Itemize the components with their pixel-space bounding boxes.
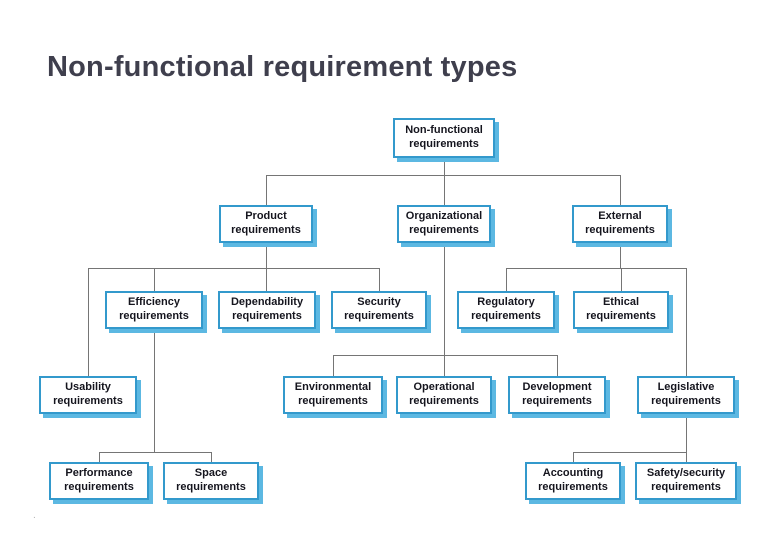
connector-line: [686, 268, 687, 376]
connector-line: [266, 175, 620, 176]
node-usability-requirements: Usability requirements: [39, 376, 137, 414]
connector-line: [99, 452, 100, 462]
footer-mark: .: [33, 510, 36, 521]
connector-line: [266, 175, 267, 205]
connector-line: [444, 355, 445, 376]
connector-line: [444, 158, 445, 205]
connector-line: [557, 355, 558, 376]
connector-line: [211, 452, 212, 462]
connector-line: [88, 268, 380, 269]
connector-line: [506, 268, 507, 291]
connector-line: [88, 268, 89, 376]
connector-line: [573, 452, 574, 462]
connector-line: [99, 452, 211, 453]
node-legislative-requirements: Legislative requirements: [637, 376, 735, 414]
slide-title: Non-functional requirement types: [47, 51, 518, 83]
node-efficiency-requirements: Efficiency requirements: [105, 291, 203, 329]
connector-line: [573, 452, 686, 453]
node-accounting-requirements: Accounting requirements: [525, 462, 621, 500]
connector-line: [620, 175, 621, 205]
node-operational-requirements: Operational requirements: [396, 376, 492, 414]
node-performance-requirements: Performance requirements: [49, 462, 149, 500]
node-dependability-requirements: Dependability requirements: [218, 291, 316, 329]
node-security-requirements: Security requirements: [331, 291, 427, 329]
connector-line: [266, 243, 267, 291]
node-non-functional-requirements: Non-functional requirements: [393, 118, 495, 158]
connector-line: [506, 268, 686, 269]
connector-line: [154, 329, 155, 452]
connector-line: [686, 452, 687, 462]
connector-line: [333, 355, 334, 376]
node-external-requirements: External requirements: [572, 205, 668, 243]
connector-line: [379, 268, 380, 291]
connector-line: [154, 268, 155, 291]
node-regulatory-requirements: Regulatory requirements: [457, 291, 555, 329]
connector-line: [686, 414, 687, 452]
node-safety-security-requirements: Safety/security requirements: [635, 462, 737, 500]
connector-line: [621, 268, 622, 291]
node-space-requirements: Space requirements: [163, 462, 259, 500]
node-environmental-requirements: Environmental requirements: [283, 376, 383, 414]
node-development-requirements: Development requirements: [508, 376, 606, 414]
connector-line: [620, 243, 621, 268]
node-product-requirements: Product requirements: [219, 205, 313, 243]
connector-line: [444, 243, 445, 355]
node-organizational-requirements: Organizational requirements: [397, 205, 491, 243]
connector-line: [333, 355, 557, 356]
node-ethical-requirements: Ethical requirements: [573, 291, 669, 329]
